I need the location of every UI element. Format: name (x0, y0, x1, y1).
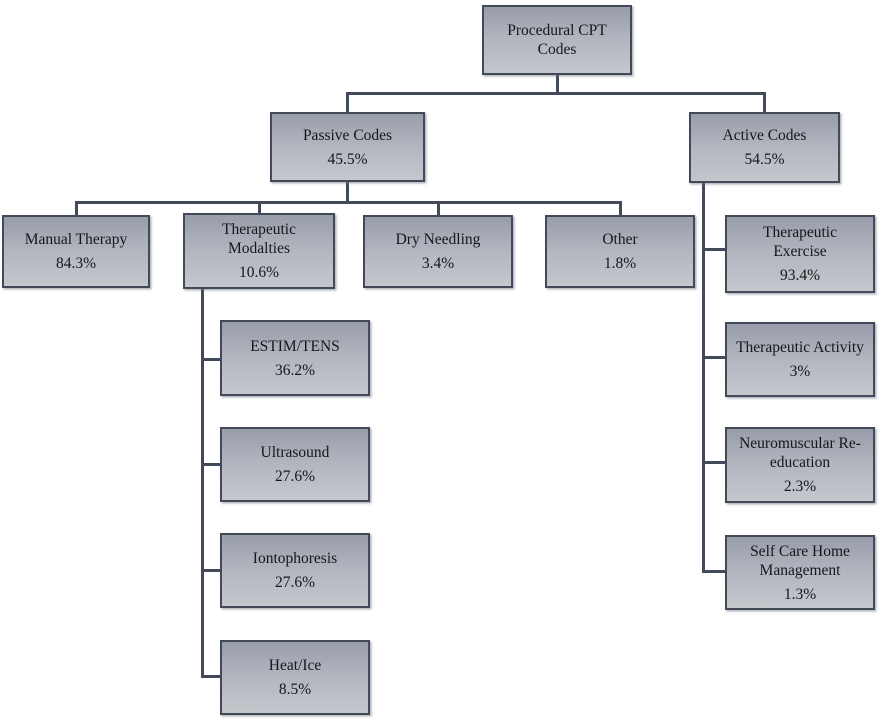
node-active-codes: Active Codes 54.5% (689, 112, 840, 183)
connector-passive-down (346, 92, 349, 112)
node-iontophoresis: Iontophoresis 27.6% (220, 533, 370, 608)
connector-modalties-down (258, 201, 261, 213)
connector-modalties-trunk (201, 289, 204, 678)
node-therapeutic-modalties: Therapeutic Modalties 10.6% (183, 213, 335, 289)
connector-root-down (556, 75, 559, 94)
node-percent: 27.6% (274, 574, 316, 591)
connector-level1-horizontal (346, 92, 766, 95)
connector-manual-therapy-down (75, 201, 78, 215)
node-label: Active Codes (722, 127, 807, 144)
node-dry-needling: Dry Needling 3.4% (363, 215, 513, 288)
node-label: Therapeutic Activity (736, 339, 864, 356)
node-percent: 1.8% (603, 255, 637, 272)
node-heat-ice: Heat/Ice 8.5% (220, 640, 370, 715)
node-other: Other 1.8% (545, 215, 695, 288)
node-label: Therapeutic Modalties (221, 221, 296, 257)
node-percent: 10.6% (238, 264, 280, 281)
node-label: Heat/Ice (268, 657, 322, 674)
node-percent: 93.4% (779, 267, 821, 284)
node-label: Dry Needling (395, 231, 481, 248)
node-label: Therapeutic Exercise (762, 224, 837, 260)
connector-other-down (619, 201, 622, 215)
node-percent: 45.5% (327, 150, 368, 168)
node-manual-therapy: Manual Therapy 84.3% (2, 215, 150, 288)
node-label: Iontophoresis (252, 550, 338, 567)
connector-active-down (763, 92, 766, 112)
node-label: Other (602, 231, 638, 248)
node-percent: 27.6% (274, 468, 316, 485)
connector-iontophoresis-stub (201, 569, 220, 572)
node-procedural-cpt-codes: Procedural CPT Codes (482, 5, 632, 75)
connector-selfcare-elbow (702, 570, 725, 573)
node-passive-codes: Passive Codes 45.5% (270, 112, 425, 182)
connector-dry-needling-down (437, 201, 440, 215)
node-label: Ultrasound (260, 444, 330, 461)
node-percent: 3% (789, 363, 811, 380)
node-percent: 3.4% (421, 255, 455, 272)
connector-active-trunk (702, 183, 705, 573)
node-therapeutic-exercise: Therapeutic Exercise 93.4% (725, 215, 875, 293)
node-label: Manual Therapy (24, 231, 128, 248)
node-self-care-home-management: Self Care Home Management 1.3% (725, 535, 875, 610)
node-label: Passive Codes (302, 126, 393, 144)
node-therapeutic-activity: Therapeutic Activity 3% (725, 322, 875, 397)
node-percent: 36.2% (274, 361, 316, 379)
node-label: ESTIM/TENS (250, 337, 340, 355)
node-label: Procedural CPT Codes (507, 22, 607, 58)
connector-exercise-stub (702, 248, 725, 251)
connector-passive-trunk (346, 182, 349, 203)
node-percent: 2.3% (783, 478, 817, 495)
connector-reeducation-stub (702, 461, 725, 464)
connector-level2-horizontal (75, 201, 622, 204)
node-label: Self Care Home Management (750, 542, 850, 579)
node-label: Neuromuscular Re-education (739, 435, 861, 471)
node-ultrasound: Ultrasound 27.6% (220, 427, 370, 502)
node-percent: 54.5% (744, 151, 785, 168)
node-percent: 84.3% (55, 255, 97, 272)
node-percent: 8.5% (278, 681, 312, 698)
node-percent: 1.3% (783, 585, 817, 603)
node-estim-tens: ESTIM/TENS 36.2% (220, 320, 370, 396)
connector-ultrasound-stub (201, 463, 220, 466)
connector-heat-ice-elbow (201, 675, 220, 678)
node-neuromuscular-reeducation: Neuromuscular Re-education 2.3% (725, 427, 875, 503)
connector-estim-stub (201, 358, 220, 361)
connector-activity-stub (702, 356, 725, 359)
